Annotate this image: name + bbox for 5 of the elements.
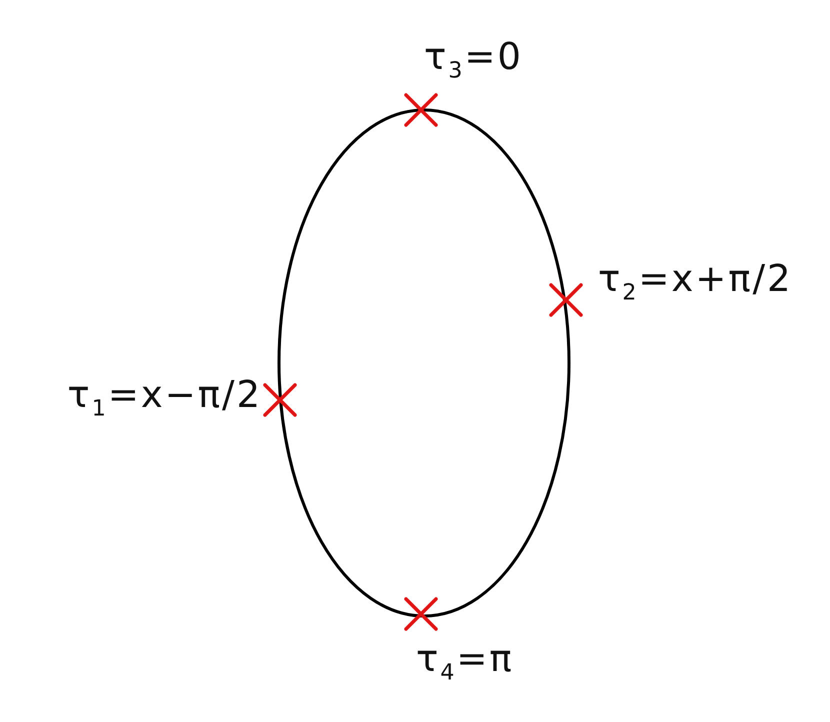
equation-label: τ$_{4}$=π bbox=[416, 638, 514, 686]
equation-label: τ$_{1}$=x−π/2 bbox=[67, 374, 262, 422]
equation-label: τ$_{3}$=0 bbox=[424, 36, 523, 84]
equation-label: τ$_{2}$=x+π/2 bbox=[598, 258, 793, 306]
closed-curve bbox=[278, 108, 570, 618]
